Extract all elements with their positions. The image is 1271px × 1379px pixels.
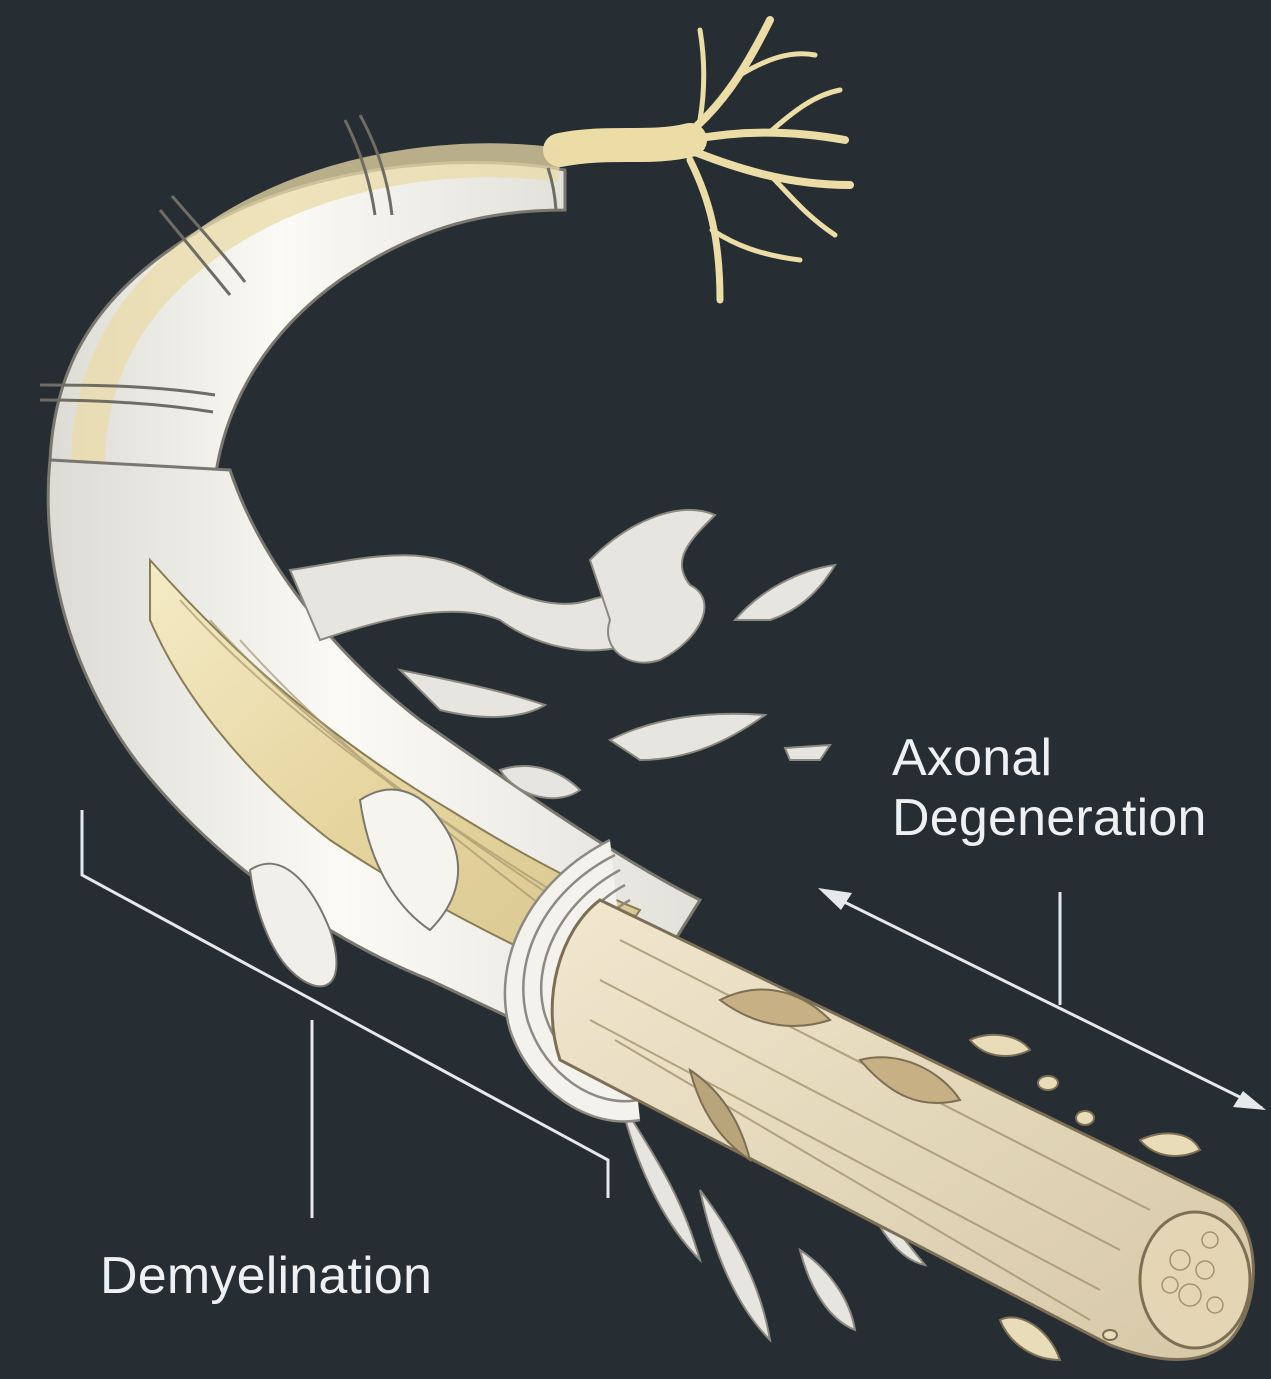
axonal-degeneration-label: Axonal Degeneration [892,728,1207,848]
demyelination-label: Demyelination [100,1246,432,1306]
axon-terminal-branches [560,20,850,300]
degenerating-axon [552,900,1253,1359]
arrow-head-right [1233,1091,1266,1110]
axonal-degeneration-label-line2: Degeneration [892,788,1207,848]
axonal-degeneration-label-line1: Axonal [892,728,1207,788]
arrow-head-left [818,888,852,910]
axon-cut-end [1140,1212,1250,1348]
